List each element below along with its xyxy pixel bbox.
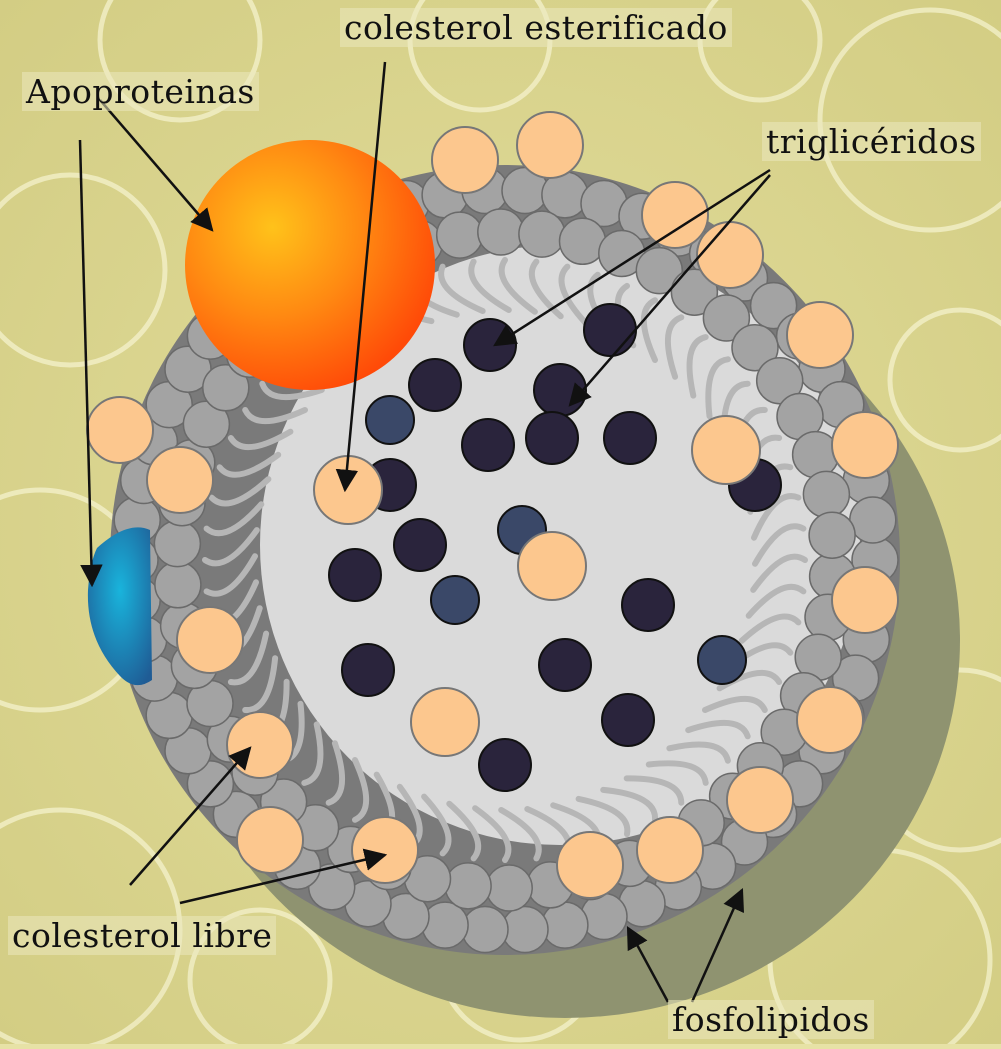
free-cholesterol: [352, 817, 418, 883]
triglyceride: [539, 639, 591, 691]
triglyceride: [479, 739, 531, 791]
cholesterol-ester: [698, 636, 746, 684]
phospholipid-head: [478, 209, 524, 255]
label-free-cholesterol: colesterol libre: [8, 916, 276, 955]
phospholipid-head: [803, 471, 849, 517]
free-cholesterol: [227, 712, 293, 778]
free-cholesterol: [147, 447, 213, 513]
free-cholesterol: [832, 567, 898, 633]
triglyceride: [464, 319, 516, 371]
label-triglycerides: triglicéridos: [762, 122, 981, 161]
phospholipid-head: [502, 907, 548, 953]
triglyceride: [329, 549, 381, 601]
phospholipid-head: [850, 497, 896, 543]
triglyceride: [622, 579, 674, 631]
phospholipid-head: [154, 521, 200, 567]
free-cholesterol: [237, 807, 303, 873]
free-cholesterol: [517, 112, 583, 178]
free-cholesterol: [432, 127, 498, 193]
label-esterified-cholesterol: colesterol esterificado: [340, 8, 732, 47]
free-cholesterol: [87, 397, 153, 463]
phospholipid-head: [542, 902, 588, 948]
triglyceride: [394, 519, 446, 571]
core-cholesterol: [692, 416, 760, 484]
triglyceride: [534, 364, 586, 416]
phospholipid-head: [462, 907, 508, 953]
free-cholesterol: [637, 817, 703, 883]
phospholipid-head: [809, 512, 855, 558]
free-cholesterol: [177, 607, 243, 673]
phospholipid-head: [581, 894, 627, 940]
label-phospholipids: fosfolipidos: [668, 1000, 874, 1039]
triglyceride: [409, 359, 461, 411]
free-cholesterol: [727, 767, 793, 833]
phospholipid-head: [437, 212, 483, 258]
phospholipid-head: [422, 902, 468, 948]
core-cholesterol: [411, 688, 479, 756]
triglyceride: [584, 304, 636, 356]
core-cholesterol: [518, 532, 586, 600]
triglyceride: [604, 412, 656, 464]
triglyceride: [342, 644, 394, 696]
phospholipid-head: [486, 865, 532, 911]
cholesterol-ester: [431, 576, 479, 624]
triglyceride: [462, 419, 514, 471]
free-cholesterol: [832, 412, 898, 478]
free-cholesterol: [797, 687, 863, 753]
phospholipid-head: [155, 562, 201, 608]
triglyceride: [602, 694, 654, 746]
phospholipid-head: [445, 863, 491, 909]
apoprotein-orange: [185, 140, 435, 390]
label-apoproteins: Apoproteinas: [22, 72, 259, 111]
free-cholesterol: [557, 832, 623, 898]
free-cholesterol: [787, 302, 853, 368]
free-cholesterol: [697, 222, 763, 288]
cholesterol-ester: [366, 396, 414, 444]
triglyceride: [526, 412, 578, 464]
phospholipid-head: [519, 211, 565, 257]
